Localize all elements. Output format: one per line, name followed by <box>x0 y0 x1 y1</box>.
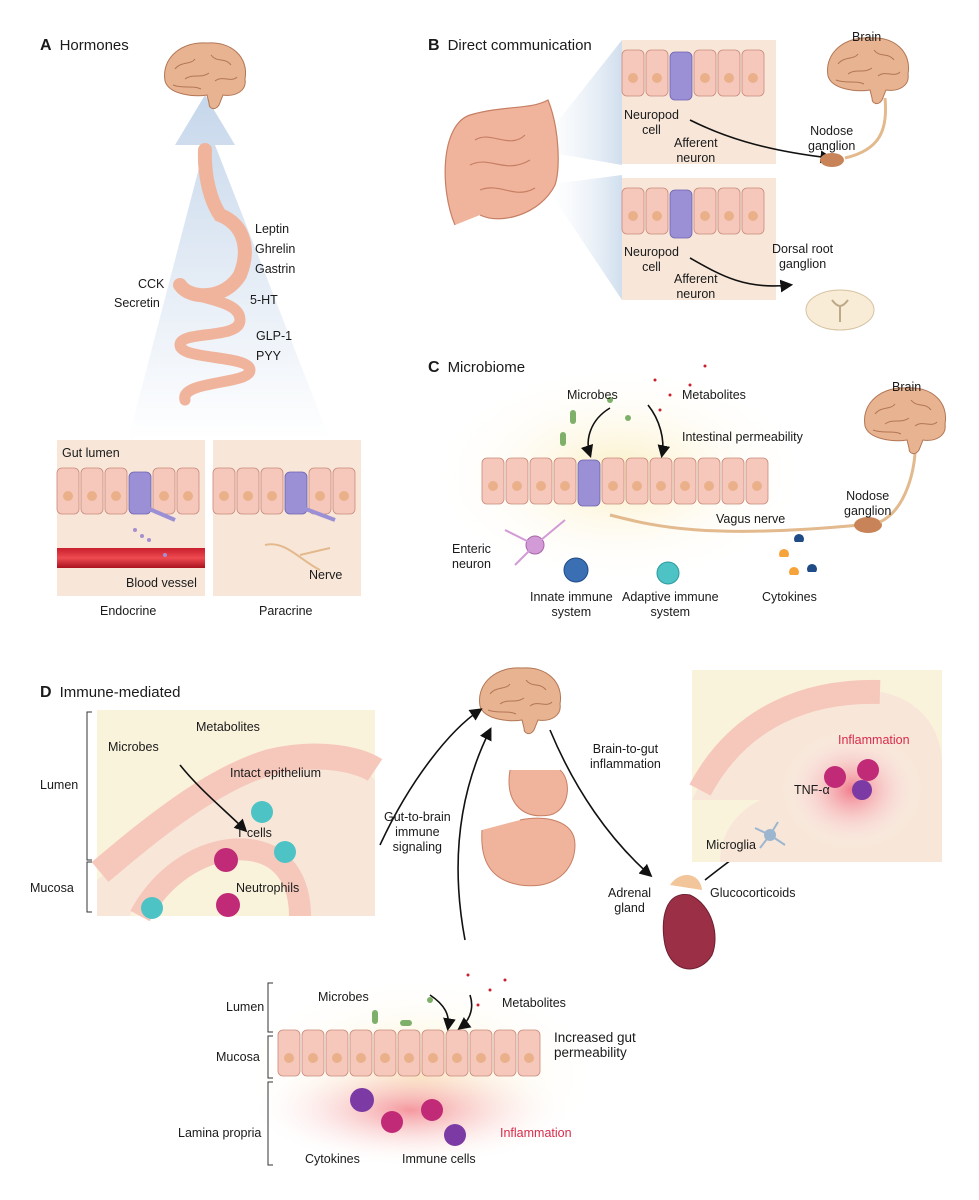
metabolites-label-d: Metabolites <box>196 720 260 734</box>
inflammation-label-right: Inflammation <box>838 733 910 747</box>
dorsal-root-ganglion-label: Dorsal root ganglion <box>772 242 834 271</box>
innate-immune-label: Innate immune system <box>530 590 613 619</box>
microbes-label-bottom: Microbes <box>318 990 369 1004</box>
hormone-leptin: Leptin <box>255 222 290 236</box>
hormone-glp1: GLP-1 <box>256 329 293 343</box>
neuropod-cell-label-bottom: Neuropod cell <box>624 245 679 274</box>
microglia-label: Microglia <box>706 838 757 852</box>
neuropod-cell-label-top: Neuropod cell <box>624 108 679 137</box>
brain-label-b: Brain <box>852 30 882 44</box>
afferent-neuron-label-top: Afferent neuron <box>674 136 718 165</box>
enteric-neuron-label: Enteric neuron <box>452 542 491 571</box>
gut-lumen-label: Gut lumen <box>62 446 120 460</box>
hormone-pyy: PYY <box>256 349 282 363</box>
paracrine-label: Paracrine <box>259 604 313 618</box>
tnf-label: TNF-α <box>794 783 830 797</box>
inflammation-label-bottom: Inflammation <box>500 1126 572 1140</box>
microbes-label-c: Microbes <box>567 388 618 402</box>
increased-permeability-label: Increased gut permeability <box>554 1030 636 1060</box>
adaptive-immune-label: Adaptive immune system <box>622 590 719 619</box>
neutrophils-label: Neutrophils <box>236 881 300 895</box>
hormone-gastrin: Gastrin <box>255 262 296 276</box>
endocrine-label: Endocrine <box>100 604 157 618</box>
nodose-ganglion-label-b: Nodose ganglion <box>808 124 856 153</box>
afferent-neuron-label-bottom: Afferent neuron <box>674 272 718 301</box>
vagus-nerve-label: Vagus nerve <box>716 512 786 526</box>
lamina-propria-label: Lamina propria <box>178 1126 262 1140</box>
gut-to-brain-label: Gut-to-brain immune signaling <box>384 810 451 854</box>
nodose-ganglion-label-c: Nodose ganglion <box>844 489 892 518</box>
hormone-5ht: 5-HT <box>250 293 278 307</box>
panel-a-artwork <box>56 42 361 596</box>
blood-vessel-label: Blood vessel <box>126 576 197 590</box>
mucosa-label-bottom: Mucosa <box>216 1050 260 1064</box>
cytokines-label-bottom: Cytokines <box>305 1152 360 1166</box>
intestinal-permeability-label: Intestinal permeability <box>682 430 803 444</box>
brain-label-c: Brain <box>892 380 922 394</box>
panel-b-artwork <box>444 37 910 331</box>
lumen-label-d: Lumen <box>40 778 79 792</box>
metabolites-label-bottom: Metabolites <box>502 996 566 1010</box>
hormone-ghrelin: Ghrelin <box>255 242 296 256</box>
microbes-label-d: Microbes <box>108 740 159 754</box>
t-cells-label: T cells <box>236 826 272 840</box>
hormone-secretin: Secretin <box>114 296 160 310</box>
glucocorticoids-label: Glucocorticoids <box>710 886 796 900</box>
immune-cells-label: Immune cells <box>402 1152 476 1166</box>
cytokines-label-c: Cytokines <box>762 590 817 604</box>
hormone-cck: CCK <box>138 277 165 291</box>
adrenal-gland-label: Adrenal gland <box>608 886 652 915</box>
panel-d-artwork <box>86 667 942 1175</box>
mucosa-label-d: Mucosa <box>30 881 74 895</box>
brain-to-gut-label: Brain-to-gut inflammation <box>590 742 661 771</box>
intact-epithelium-label: Intact epithelium <box>230 766 322 780</box>
nerve-label: Nerve <box>309 568 343 582</box>
metabolites-label-c: Metabolites <box>682 388 746 402</box>
lumen-label-bottom: Lumen <box>226 1000 265 1014</box>
panel-c-artwork <box>430 364 947 585</box>
